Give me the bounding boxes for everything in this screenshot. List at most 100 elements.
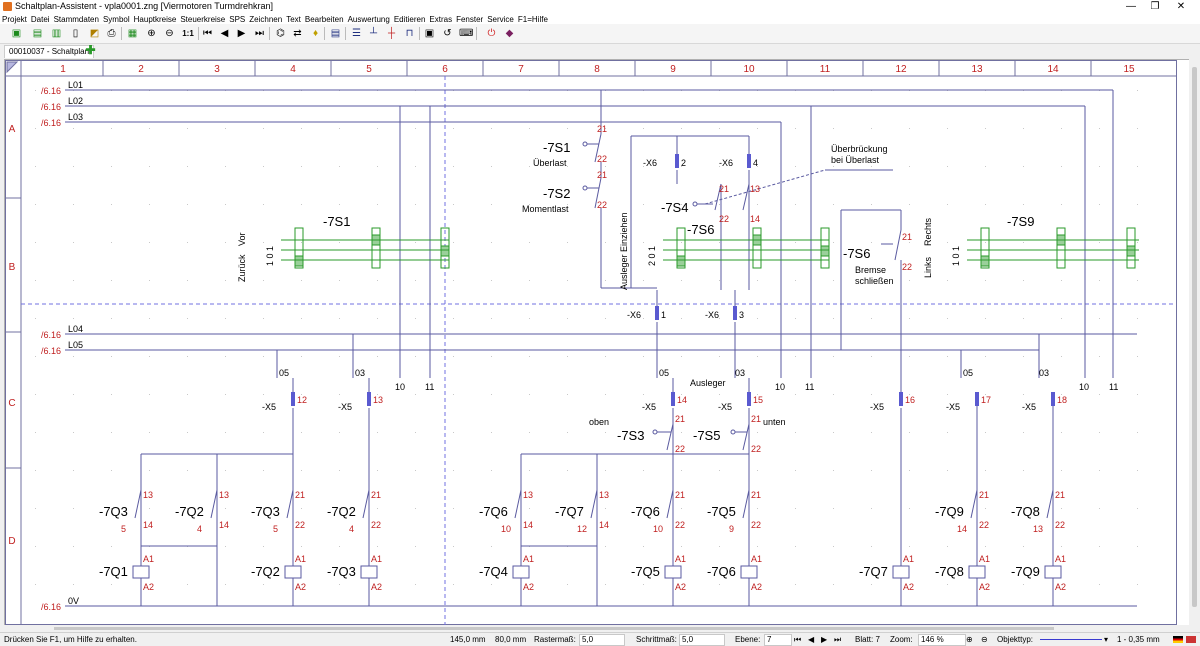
print-icon[interactable]: ⎙: [107, 28, 116, 39]
aux-contact-ref: 14: [957, 524, 967, 534]
menu-fenster[interactable]: Fenster: [456, 15, 484, 24]
menu-help[interactable]: F1=Hilfe: [517, 15, 548, 24]
horizontal-scrollbar[interactable]: [4, 625, 1189, 632]
menu-editieren[interactable]: Editieren: [393, 15, 426, 24]
menu-datei[interactable]: Datei: [30, 15, 50, 24]
zoom-out-status-icon[interactable]: ⊖: [981, 635, 988, 644]
terminal-strip-label: -X5: [718, 402, 732, 412]
bulb-icon[interactable]: ♦: [312, 28, 319, 39]
next-sheet-icon[interactable]: ▶: [821, 635, 828, 644]
column-number: 4: [290, 64, 296, 75]
menu-sps[interactable]: SPS: [229, 15, 246, 24]
contact-number: 21: [597, 170, 607, 180]
line-icon[interactable]: ☰: [352, 28, 361, 39]
vertical-scrollbar[interactable]: [1189, 59, 1200, 626]
x5-numbers: 12 13 14 15 16 17 18: [297, 395, 1067, 405]
first-page-icon[interactable]: ⏮: [203, 28, 212, 39]
zoom-in-icon[interactable]: ⊕: [147, 28, 156, 39]
terminal-strip-label: -X5: [338, 402, 352, 412]
first-sheet-icon[interactable]: ⏮: [794, 635, 802, 644]
menu-steuerkreise[interactable]: Steuerkreise: [180, 15, 226, 24]
next-page-icon[interactable]: ▶: [237, 28, 246, 39]
ebene-input[interactable]: 7: [764, 634, 792, 646]
aux-contact-ref: 12: [577, 524, 587, 534]
terminal-numbers: 2 4 1 3: [661, 158, 758, 320]
module-icon[interactable]: ▣: [424, 28, 435, 39]
coil-terminal-a2: A2: [751, 582, 762, 592]
add-tab-icon[interactable]: ✚: [85, 43, 96, 57]
schritt-select[interactable]: 5,0: [679, 634, 725, 646]
menu-auswertung[interactable]: Auswertung: [347, 15, 390, 24]
tab-schaltplan[interactable]: 00010037 - Schaltplan: [4, 45, 95, 58]
binoculars-icon[interactable]: ⌬: [276, 28, 285, 39]
coil-terminal-a2: A2: [675, 582, 686, 592]
cross-reference-icon[interactable]: ⇄: [293, 28, 302, 39]
wire-icon[interactable]: ↺: [443, 28, 452, 39]
switch-label: -7S2: [543, 186, 570, 201]
power-off-icon[interactable]: ⏻: [487, 28, 496, 39]
coil-label: -7Q4: [479, 564, 508, 579]
minimize-button[interactable]: —: [1126, 1, 1136, 12]
bridge-icon[interactable]: ⊓: [405, 28, 414, 39]
description-text: schließen: [855, 276, 894, 286]
raster-select[interactable]: 5,0: [579, 634, 625, 646]
menu-service[interactable]: Service: [487, 15, 514, 24]
column-number: 15: [1123, 64, 1135, 75]
close-button[interactable]: ✕: [1176, 1, 1186, 12]
open-icon[interactable]: ▤: [32, 28, 43, 39]
keyboard-icon[interactable]: ⌨: [459, 28, 474, 39]
terminal-strip-label: -X6: [643, 158, 657, 168]
menu-projekt[interactable]: Projekt: [2, 15, 27, 24]
prev-page-icon[interactable]: ◀: [220, 28, 229, 39]
calculator-icon[interactable]: ▦: [127, 28, 138, 39]
direction-label: Links: [923, 256, 933, 278]
menu-text[interactable]: Text: [286, 15, 301, 24]
junction-icon[interactable]: ┴: [369, 28, 378, 39]
contact-number: 21: [751, 414, 761, 424]
menu-extras[interactable]: Extras: [429, 15, 453, 24]
last-sheet-icon[interactable]: ⏭: [834, 635, 842, 644]
rail-ref: /6.16: [41, 102, 61, 112]
rail-ref: /6.16: [41, 86, 61, 96]
schematic-drawing[interactable]: 1 2 3 4 5 6 7 8 9 10 11 12 13 14 15 A B …: [5, 60, 1189, 625]
print-preview-icon[interactable]: ◩: [89, 28, 100, 39]
terminal-number: 3: [739, 310, 744, 320]
aux-contact-ref: 5: [121, 524, 126, 534]
wire-number: 11: [805, 382, 814, 392]
menu-stammdaten[interactable]: Stammdaten: [53, 15, 99, 24]
coil-terminal-a1: A1: [523, 554, 534, 564]
column-number: 11: [820, 64, 831, 75]
zoom-out-icon[interactable]: ⊖: [165, 28, 174, 39]
line-width-select[interactable]: 1 - 0,35 mm: [1117, 635, 1160, 644]
menu-symbol[interactable]: Symbol: [102, 15, 130, 24]
last-page-icon[interactable]: ⏭: [255, 28, 264, 39]
aux-contact-name: -7Q6: [479, 504, 508, 519]
tab-bar: 00010037 - Schaltplan ✚: [0, 44, 1200, 58]
schematic-canvas[interactable]: 1 2 3 4 5 6 7 8 9 10 11 12 13 14 15 A B …: [4, 59, 1190, 626]
coil-label: -7Q5: [631, 564, 660, 579]
vertical-scroll-thumb[interactable]: [1192, 67, 1197, 607]
zoom-select[interactable]: 146 %: [918, 634, 966, 646]
horizontal-scroll-thumb[interactable]: [54, 627, 1054, 630]
connector-icon[interactable]: ┼: [387, 28, 396, 39]
aux-contact-top-number: 13: [143, 490, 153, 500]
blank-page-icon[interactable]: ▯: [72, 28, 79, 39]
zoom-1to1-icon[interactable]: 1:1: [182, 29, 194, 38]
position-label: 1 0 1: [951, 246, 961, 266]
menu-zeichnen[interactable]: Zeichnen: [249, 15, 283, 24]
maximize-button[interactable]: ❐: [1150, 1, 1160, 12]
component-list-icon[interactable]: ▤: [330, 28, 341, 39]
prev-sheet-icon[interactable]: ◀: [808, 635, 815, 644]
new-sheet-icon[interactable]: ▣: [11, 28, 22, 39]
contact-number: 22: [597, 154, 607, 164]
save-icon[interactable]: ▥: [51, 28, 62, 39]
terminal-number: 1: [661, 310, 666, 320]
dropdown-arrow-icon[interactable]: ▾: [1104, 635, 1109, 644]
zoom-in-status-icon[interactable]: ⊕: [966, 635, 973, 644]
contact-number: 21: [902, 232, 912, 242]
menu-hauptkreise[interactable]: Hauptkreise: [133, 15, 177, 24]
book-icon[interactable]: ◆: [505, 28, 514, 39]
menu-bearbeiten[interactable]: Bearbeiten: [304, 15, 344, 24]
aux-contact-top-number: 21: [371, 490, 381, 500]
